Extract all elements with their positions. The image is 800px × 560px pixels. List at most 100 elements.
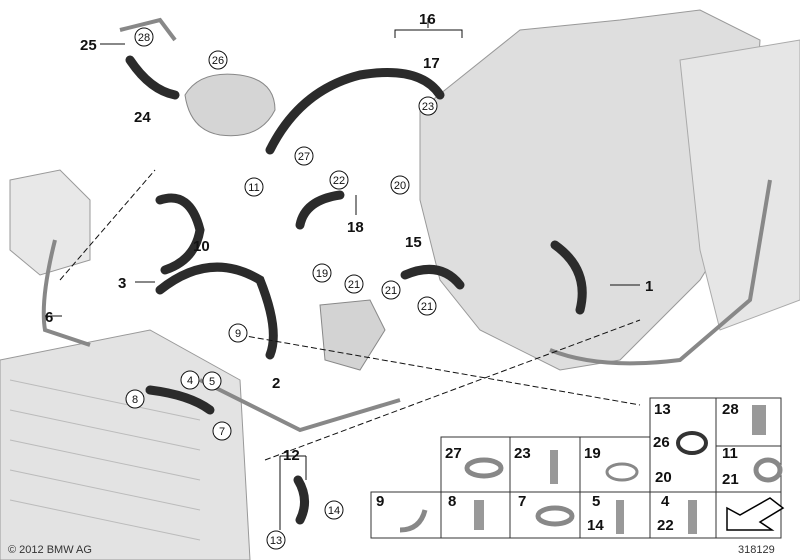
legend-label-11: 11 — [722, 445, 738, 462]
expansion-tank — [9, 169, 91, 276]
pipes — [41, 17, 772, 433]
hoses — [125, 55, 587, 525]
legend-label-5: 5 — [592, 493, 600, 510]
callout-circle — [324, 500, 344, 520]
callout-circle — [212, 421, 232, 441]
hose-12 — [293, 475, 309, 525]
hose-15 — [400, 264, 465, 290]
callout-circle — [390, 175, 410, 195]
circled-callout-20: 20 — [390, 175, 410, 195]
callout-circle — [180, 370, 200, 390]
callout-circle — [266, 530, 286, 550]
callout-number: 5 — [209, 376, 215, 388]
callout-number: 22 — [333, 175, 345, 187]
circled-callout-19: 19 — [312, 263, 332, 283]
callout-17: 17 — [423, 55, 440, 72]
callout-number: 14 — [328, 505, 340, 517]
legend-label-20: 20 — [655, 469, 672, 486]
leader-lines — [45, 18, 640, 530]
circled-callout-22: 22 — [329, 170, 349, 190]
legend-label-28: 28 — [722, 401, 739, 418]
callout-12: 12 — [283, 447, 300, 464]
callout-circle — [418, 96, 438, 116]
circled-callout-26: 26 — [208, 50, 228, 70]
circled-callout-11: 11 — [244, 177, 264, 197]
bold-callouts: 25 24 16 17 18 10 15 3 6 1 2 12 — [45, 11, 653, 464]
legend-label-14: 14 — [587, 517, 604, 534]
callout-number: 19 — [316, 268, 328, 280]
callout-1: 1 — [645, 278, 653, 295]
circled-callout-13: 13 — [266, 530, 286, 550]
circled-callout-21: 21 — [344, 274, 364, 294]
dashed-lines — [59, 169, 641, 461]
callout-circle — [202, 371, 222, 391]
callout-circle — [381, 280, 401, 300]
callout-2: 2 — [272, 375, 280, 392]
legend-labels: 13 26 20 28 27 23 19 11 21 9 8 7 5 14 4 … — [376, 401, 739, 534]
callout-number: 21 — [385, 285, 397, 297]
circled-callout-14: 14 — [324, 500, 344, 520]
circled-callouts: 28 26 27 23 11 22 20 19 21 21 21 9 4 5 8 7 13 14 — [125, 27, 438, 550]
spring-clamp-icon — [605, 462, 639, 482]
callout-number: 23 — [422, 101, 434, 113]
bolt-icon — [550, 450, 558, 484]
callout-6: 6 — [45, 309, 53, 326]
callout-24: 24 — [134, 109, 151, 126]
turbocharger — [184, 73, 276, 137]
copyright: © 2012 BMW AG — [8, 544, 92, 556]
clip-icon — [399, 509, 428, 533]
callout-circle — [329, 170, 349, 190]
callout-number: 4 — [187, 375, 193, 387]
radiator-fins — [9, 379, 201, 541]
radiator-frame — [679, 39, 800, 331]
water-pump — [319, 299, 386, 371]
hose-clamp-icon — [753, 457, 783, 483]
circled-callout-8: 8 — [125, 389, 145, 409]
callout-circle — [312, 263, 332, 283]
diagram-number: 318129 — [738, 544, 775, 556]
hose-1 — [550, 240, 587, 315]
circled-callout-23: 23 — [418, 96, 438, 116]
callout-circle — [125, 389, 145, 409]
hose-clamp-icon — [464, 457, 504, 479]
o-ring-icon — [676, 431, 708, 455]
circled-callout-28: 28 — [134, 27, 154, 47]
legend-label-26: 26 — [653, 434, 670, 451]
callout-number: 27 — [298, 151, 310, 163]
legend-label-9: 9 — [376, 493, 384, 510]
legend-label-27: 27 — [445, 445, 462, 462]
callout-10: 10 — [193, 238, 210, 255]
hose-16 — [265, 68, 445, 155]
hose-3 — [155, 262, 278, 360]
callout-circle — [208, 50, 228, 70]
callout-number: 21 — [421, 301, 433, 313]
engine-block — [419, 9, 761, 371]
callout-25: 25 — [80, 37, 97, 54]
circled-callout-9: 9 — [228, 323, 248, 343]
legend-label-22: 22 — [657, 517, 674, 534]
circled-callout-21: 21 — [417, 296, 437, 316]
legend-label-7: 7 — [518, 493, 526, 510]
circled-callout-5: 5 — [202, 371, 222, 391]
callout-number: 13 — [270, 535, 282, 547]
legend-label-23: 23 — [514, 445, 531, 462]
legend-label-13: 13 — [654, 401, 671, 418]
hose-18 — [295, 190, 345, 230]
hex-bolt-icon — [688, 500, 697, 534]
callout-number: 28 — [138, 32, 150, 44]
callout-circle — [417, 296, 437, 316]
legend-label-8: 8 — [448, 493, 456, 510]
callout-circle — [228, 323, 248, 343]
circled-callout-4: 4 — [180, 370, 200, 390]
callout-circle — [134, 27, 154, 47]
callout-circle — [344, 274, 364, 294]
callout-number: 7 — [219, 426, 225, 438]
callout-number: 8 — [132, 394, 138, 406]
hose-clamp-icon — [535, 505, 575, 527]
callout-15: 15 — [405, 234, 422, 251]
legend-label-21: 21 — [722, 471, 739, 488]
callout-number: 11 — [248, 182, 259, 194]
callout-number: 20 — [394, 180, 406, 192]
callout-number: 9 — [235, 328, 241, 340]
